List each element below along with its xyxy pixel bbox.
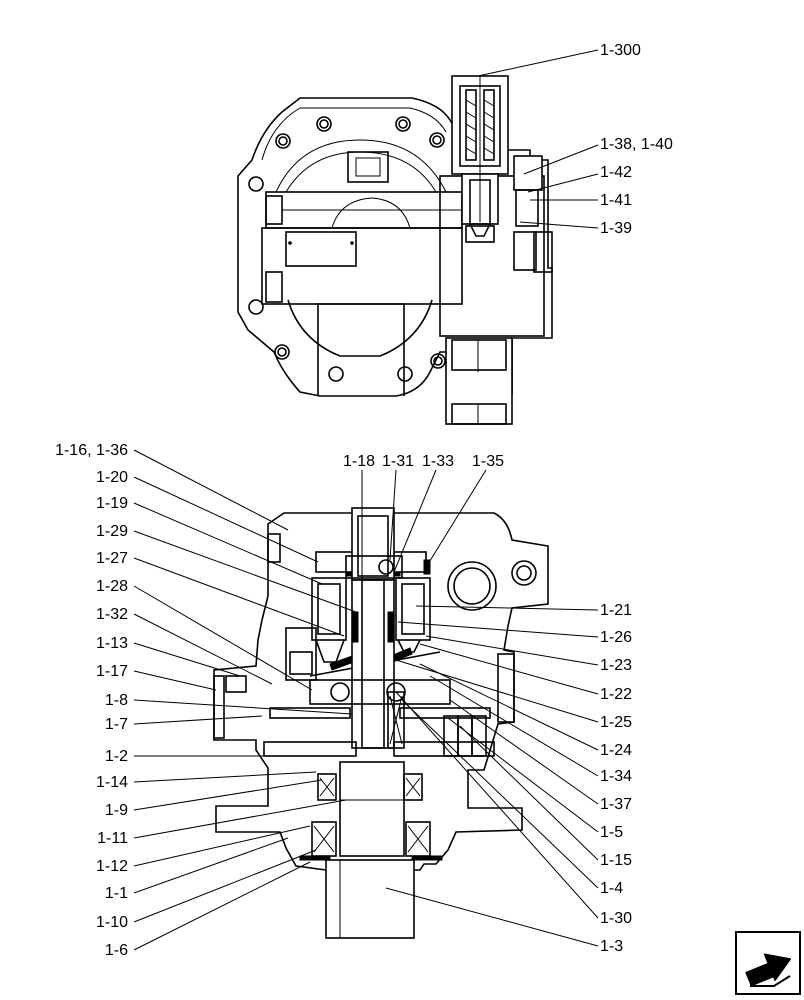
label-1-17: 1-17 bbox=[96, 663, 128, 680]
label-1-39: 1-39 bbox=[600, 220, 632, 237]
label-1-33: 1-33 bbox=[422, 453, 454, 470]
label-1-15: 1-15 bbox=[600, 852, 632, 869]
label-1-29: 1-29 bbox=[96, 523, 128, 540]
label-1-31: 1-31 bbox=[382, 453, 414, 470]
motor-section-view bbox=[213, 507, 549, 939]
label-1-9: 1-9 bbox=[105, 802, 128, 819]
label-1-4: 1-4 bbox=[600, 880, 623, 897]
label-1-38-1-40: 1-38, 1-40 bbox=[600, 136, 673, 153]
section-view-leaders bbox=[133, 449, 599, 951]
label-1-28: 1-28 bbox=[96, 578, 128, 595]
label-1-42: 1-42 bbox=[600, 164, 632, 181]
label-1-13: 1-13 bbox=[96, 635, 128, 652]
label-1-41: 1-41 bbox=[600, 192, 632, 209]
label-1-34: 1-34 bbox=[600, 768, 632, 785]
label-1-6: 1-6 bbox=[105, 942, 128, 959]
label-1-27: 1-27 bbox=[96, 550, 128, 567]
label-1-5: 1-5 bbox=[600, 824, 623, 841]
label-1-20: 1-20 bbox=[96, 469, 128, 486]
label-1-1: 1-1 bbox=[105, 885, 128, 902]
label-1-16-1-36: 1-16, 1-36 bbox=[55, 442, 128, 459]
label-1-19: 1-19 bbox=[96, 495, 128, 512]
label-1-32: 1-32 bbox=[96, 606, 128, 623]
label-1-30: 1-30 bbox=[600, 910, 632, 927]
label-1-2: 1-2 bbox=[105, 748, 128, 765]
label-1-37: 1-37 bbox=[600, 796, 632, 813]
label-1-25: 1-25 bbox=[600, 714, 632, 731]
motor-top-view bbox=[237, 75, 553, 425]
top-view-leaders bbox=[477, 49, 599, 229]
label-1-12: 1-12 bbox=[96, 858, 128, 875]
label-1-26: 1-26 bbox=[600, 629, 632, 646]
next-page-arrow-icon[interactable] bbox=[735, 931, 801, 995]
label-1-3: 1-3 bbox=[600, 938, 623, 955]
label-1-21: 1-21 bbox=[600, 602, 632, 619]
label-1-22: 1-22 bbox=[600, 686, 632, 703]
label-1-300: 1-300 bbox=[600, 42, 641, 59]
label-1-23: 1-23 bbox=[600, 657, 632, 674]
label-1-11: 1-11 bbox=[97, 830, 128, 847]
callout-labels: 1-300 1-38, 1-40 1-42 1-41 1-39 1-18 1-3… bbox=[55, 42, 673, 959]
label-1-7: 1-7 bbox=[105, 716, 128, 733]
label-1-24: 1-24 bbox=[600, 742, 632, 759]
label-1-8: 1-8 bbox=[105, 692, 128, 709]
label-1-18: 1-18 bbox=[343, 453, 375, 470]
label-1-35: 1-35 bbox=[472, 453, 504, 470]
label-1-10: 1-10 bbox=[96, 914, 128, 931]
label-1-14: 1-14 bbox=[96, 774, 128, 791]
